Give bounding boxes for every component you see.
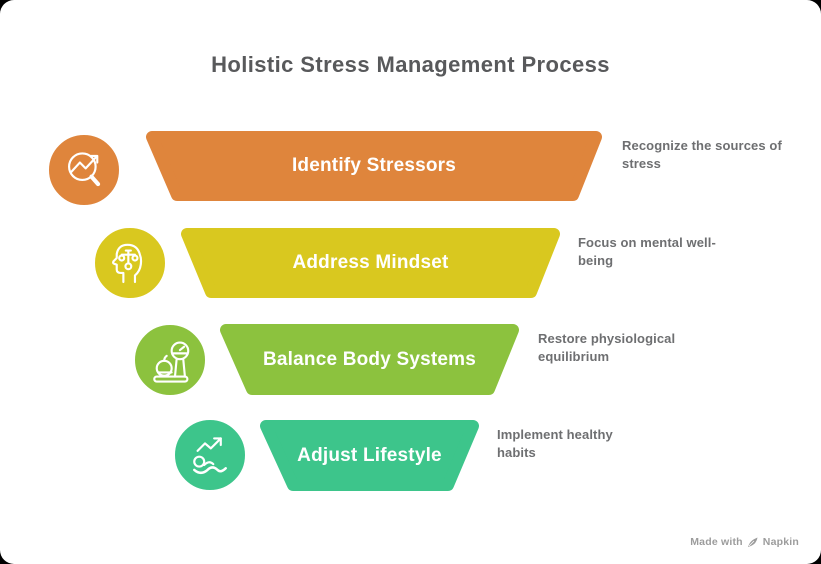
stage-4-icon-circle [172,417,248,493]
page-title: Holistic Stress Management Process [211,52,610,77]
stage-4-description: Implement healthy habits [497,427,613,460]
funnel-stage-3-shape [220,324,519,395]
watermark-brand: Napkin [762,536,799,548]
stage-2-description: Focus on mental well-being [578,235,716,268]
stage-3-label: Balance Body Systems [262,349,477,370]
exercise-trend-icon [193,437,227,475]
stage-1-icon-circle [46,132,122,208]
funnel-stage-2-shape [181,228,560,298]
stage-1-label: Identify Stressors [291,155,457,176]
stage-3-description: Restore physiological equilibrium [538,331,676,364]
watermark-prefix: Made with [690,536,743,548]
funnel-stage-4-shape [260,420,479,491]
stage-4-label: Adjust Lifestyle [297,445,442,466]
body-scale-apple-icon [153,341,190,383]
watermark: Made with Napkin [690,536,799,548]
stage-2-label: Address Mindset [292,252,449,273]
stage-1-description: Recognize the sources of stress [622,138,782,171]
napkin-pen-icon [747,537,758,547]
stage-3-icon-circle [132,322,208,398]
magnifier-trend-icon [68,152,101,187]
stage-2-icon-circle [92,225,168,301]
mind-balance-icon [112,243,143,284]
funnel-stage-1-shape [146,131,602,201]
